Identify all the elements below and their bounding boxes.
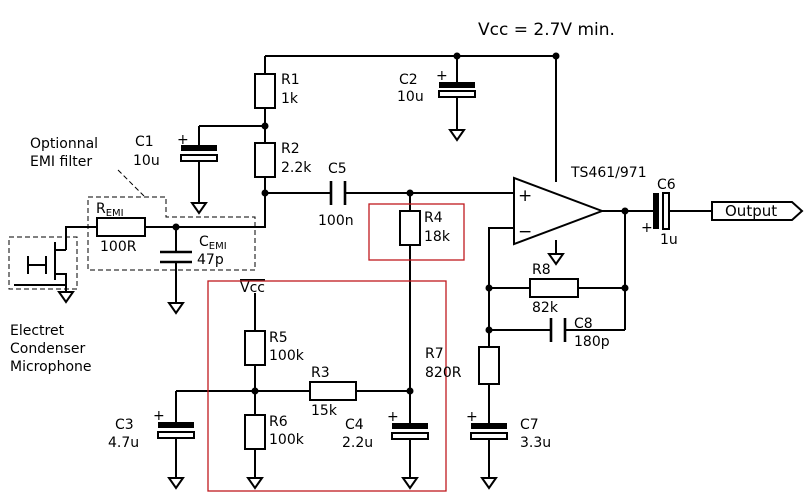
resistor-R4: [399, 210, 421, 246]
r3-name: R3: [311, 365, 330, 381]
c7-plus: +: [466, 409, 478, 425]
bias-vcc-label: Vcc: [240, 280, 265, 296]
c2-value: 10u: [397, 89, 424, 105]
opamp-plus-label: +: [518, 186, 532, 206]
c4-plus: +: [387, 409, 399, 425]
highlight-boxes: [207, 203, 465, 492]
c3-value: 4.7u: [108, 435, 139, 451]
supply-label: Vcc = 2.7V min.: [478, 20, 615, 40]
r8-name: R8: [532, 262, 551, 278]
c7-value: 3.3u: [520, 435, 551, 451]
r7-name: R7: [425, 346, 444, 362]
r6-value: 100k: [269, 432, 305, 448]
c6-value: 1u: [660, 232, 678, 248]
r8-value: 82k: [532, 300, 559, 316]
c7-name: C7: [520, 417, 539, 433]
r2-value: 2.2k: [281, 160, 312, 176]
capacitor-C3: [157, 422, 195, 439]
emi-label-line2: EMI filter: [30, 154, 92, 170]
c3-name: C3: [115, 417, 134, 433]
c6-plus: +: [641, 220, 653, 236]
c8-value: 180p: [574, 334, 610, 350]
op-amp: [513, 176, 605, 246]
c2-plus: +: [436, 68, 448, 84]
cemi-value: 47p: [197, 252, 224, 268]
remi-name: REMI: [96, 201, 124, 219]
emi-label-line1: Optionnal: [30, 136, 98, 152]
polarity-marks: + + + + + +: [153, 68, 653, 425]
resistor-R7: [478, 346, 500, 385]
resistor-REMI: [96, 217, 146, 237]
r6-name: R6: [269, 414, 288, 430]
c2-name: C2: [399, 72, 418, 88]
mic-label-line3: Microphone: [10, 359, 92, 375]
capacitor-C1: [180, 145, 218, 162]
capacitor-C5: [329, 181, 347, 205]
r5-name: R5: [269, 330, 288, 346]
capacitor-C2: [438, 82, 476, 98]
remi-value: 100R: [100, 239, 137, 255]
capacitor-CEMI: [160, 250, 192, 264]
capacitor-C8: [549, 318, 567, 342]
c3-plus: +: [153, 408, 165, 424]
resistor-R2: [254, 142, 276, 178]
c1-plus: +: [177, 132, 189, 148]
resistor-R6: [244, 414, 266, 450]
output-port: [711, 201, 804, 221]
c8-name: C8: [574, 316, 593, 332]
capacitor-C6: [653, 192, 683, 230]
capacitor-C7: [470, 423, 508, 440]
r4-name: R4: [424, 210, 443, 226]
capacitor-C4: [391, 423, 429, 440]
c1-name: C1: [135, 134, 154, 150]
r7-value: 820R: [425, 365, 462, 381]
r4-value: 18k: [424, 229, 451, 245]
c5-value: 100n: [318, 213, 354, 229]
opamp-name: TS461/971: [570, 165, 647, 181]
r3-value: 15k: [311, 403, 338, 419]
output-label: Output: [725, 202, 777, 220]
c4-value: 2.2u: [342, 435, 373, 451]
resistor-R1: [254, 73, 276, 109]
c6-name: C6: [657, 177, 676, 193]
dashed-boxes: [8, 169, 256, 290]
mic-label-line2: Condenser: [10, 341, 85, 357]
r1-value: 1k: [281, 91, 299, 107]
junction-dots: [172, 52, 629, 395]
c1-value: 10u: [133, 153, 160, 169]
opamp-minus-label: −: [518, 222, 532, 242]
r1-name: R1: [281, 72, 300, 88]
ground-symbols: [57, 129, 565, 490]
r2-name: R2: [281, 141, 300, 157]
wires: [65, 55, 712, 478]
c4-name: C4: [345, 417, 364, 433]
resistor-R3: [309, 381, 357, 401]
resistor-R5: [244, 330, 266, 366]
mic-label-line1: Electret: [10, 323, 65, 339]
cemi-name: CEMI: [199, 234, 227, 252]
c5-name: C5: [328, 161, 347, 177]
resistor-R8: [529, 278, 579, 298]
microphone-symbol: [14, 242, 67, 292]
r5-value: 100k: [269, 348, 305, 364]
